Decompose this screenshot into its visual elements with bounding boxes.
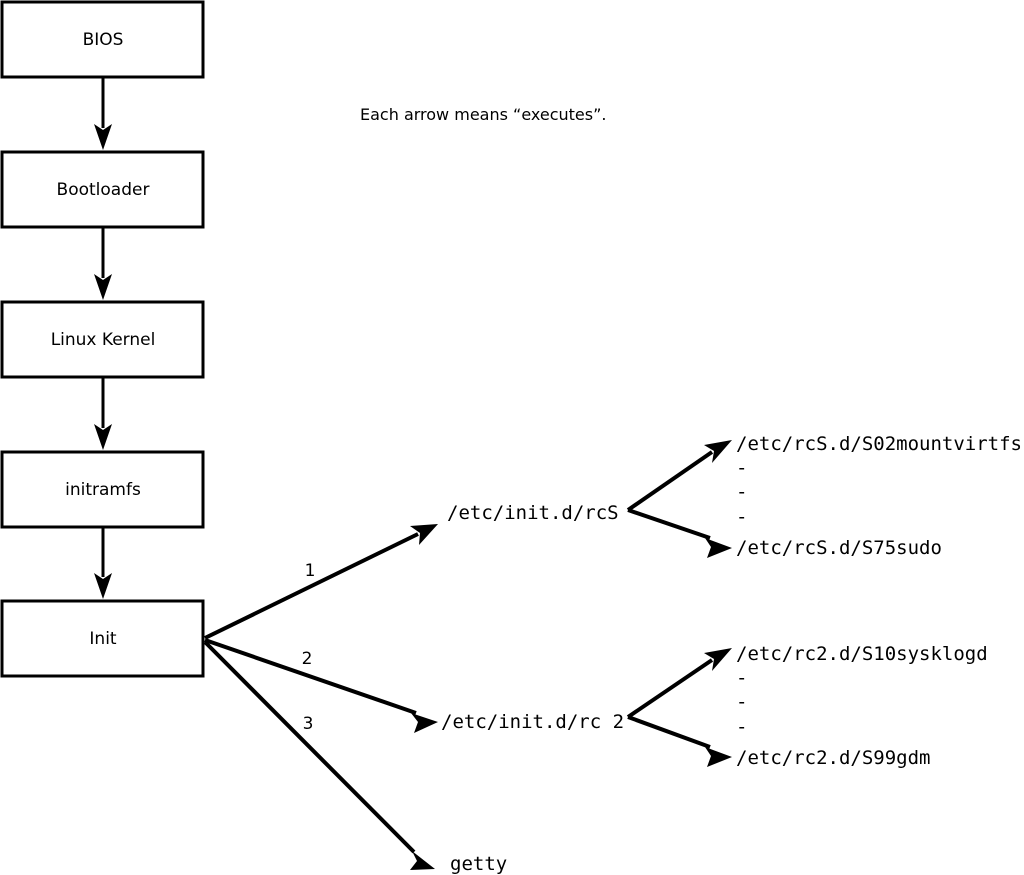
node-init-label: Init	[89, 629, 117, 649]
node-linux-kernel[interactable]: Linux Kernel	[0, 300, 205, 379]
rc2-ellipsis-dash-2: -	[736, 691, 747, 713]
node-initramfs[interactable]: initramfs	[0, 450, 205, 529]
chain-arrow-bootloader-to-kernel	[94, 227, 112, 300]
node-init[interactable]: Init	[0, 599, 205, 678]
node-bios[interactable]: BIOS	[0, 0, 205, 79]
rc2-ellipsis-dash-3: -	[736, 716, 747, 738]
chain-arrow-kernel-to-initramfs	[94, 377, 112, 450]
rcs-script-last-label[interactable]: /etc/rcS.d/S75sudo	[736, 537, 942, 559]
rcs-ellipsis-dash-2: -	[736, 481, 747, 503]
rc2-branch-first-arrow	[626, 648, 732, 719]
rcs-branch-last-arrow	[627, 508, 732, 558]
rcs-ellipsis-dash-3: -	[736, 506, 747, 528]
init-branch-2-number: 2	[302, 649, 313, 669]
node-bios-label: BIOS	[83, 30, 124, 50]
legend-note: Each arrow means “executes”.	[360, 105, 606, 124]
init-branch-1-arrow	[204, 524, 438, 640]
node-initramfs-label: initramfs	[65, 480, 141, 500]
rc2-ellipsis-dash-1: -	[736, 667, 747, 689]
init-branch-3-number: 3	[303, 714, 314, 734]
node-linux-kernel-label: Linux Kernel	[51, 330, 156, 350]
rc2-branch-last-arrow	[627, 715, 732, 767]
chain-arrow-initramfs-to-init	[94, 527, 112, 599]
init-branch-3-target-label[interactable]: getty	[450, 853, 507, 875]
rcs-script-first-label[interactable]: /etc/rcS.d/S02mountvirtfs	[736, 433, 1022, 455]
init-branch-2-arrow	[204, 638, 438, 733]
node-bootloader-label: Bootloader	[57, 180, 150, 200]
rcs-ellipsis-dash-1: -	[736, 457, 747, 479]
rcs-branch-first-arrow	[626, 440, 732, 512]
init-branch-1-target-label[interactable]: /etc/init.d/rcS	[447, 502, 619, 524]
rc2-script-last-label[interactable]: /etc/rc2.d/S99gdm	[736, 747, 930, 769]
node-bootloader[interactable]: Bootloader	[0, 150, 205, 229]
chain-arrow-bios-to-bootloader	[94, 77, 112, 150]
init-branch-2-target-label[interactable]: /etc/init.d/rc 2	[441, 711, 624, 733]
init-branch-1-number: 1	[305, 561, 316, 581]
rc2-script-first-label[interactable]: /etc/rc2.d/S10sysklogd	[736, 643, 988, 665]
init-branch-3-arrow	[203, 640, 435, 870]
